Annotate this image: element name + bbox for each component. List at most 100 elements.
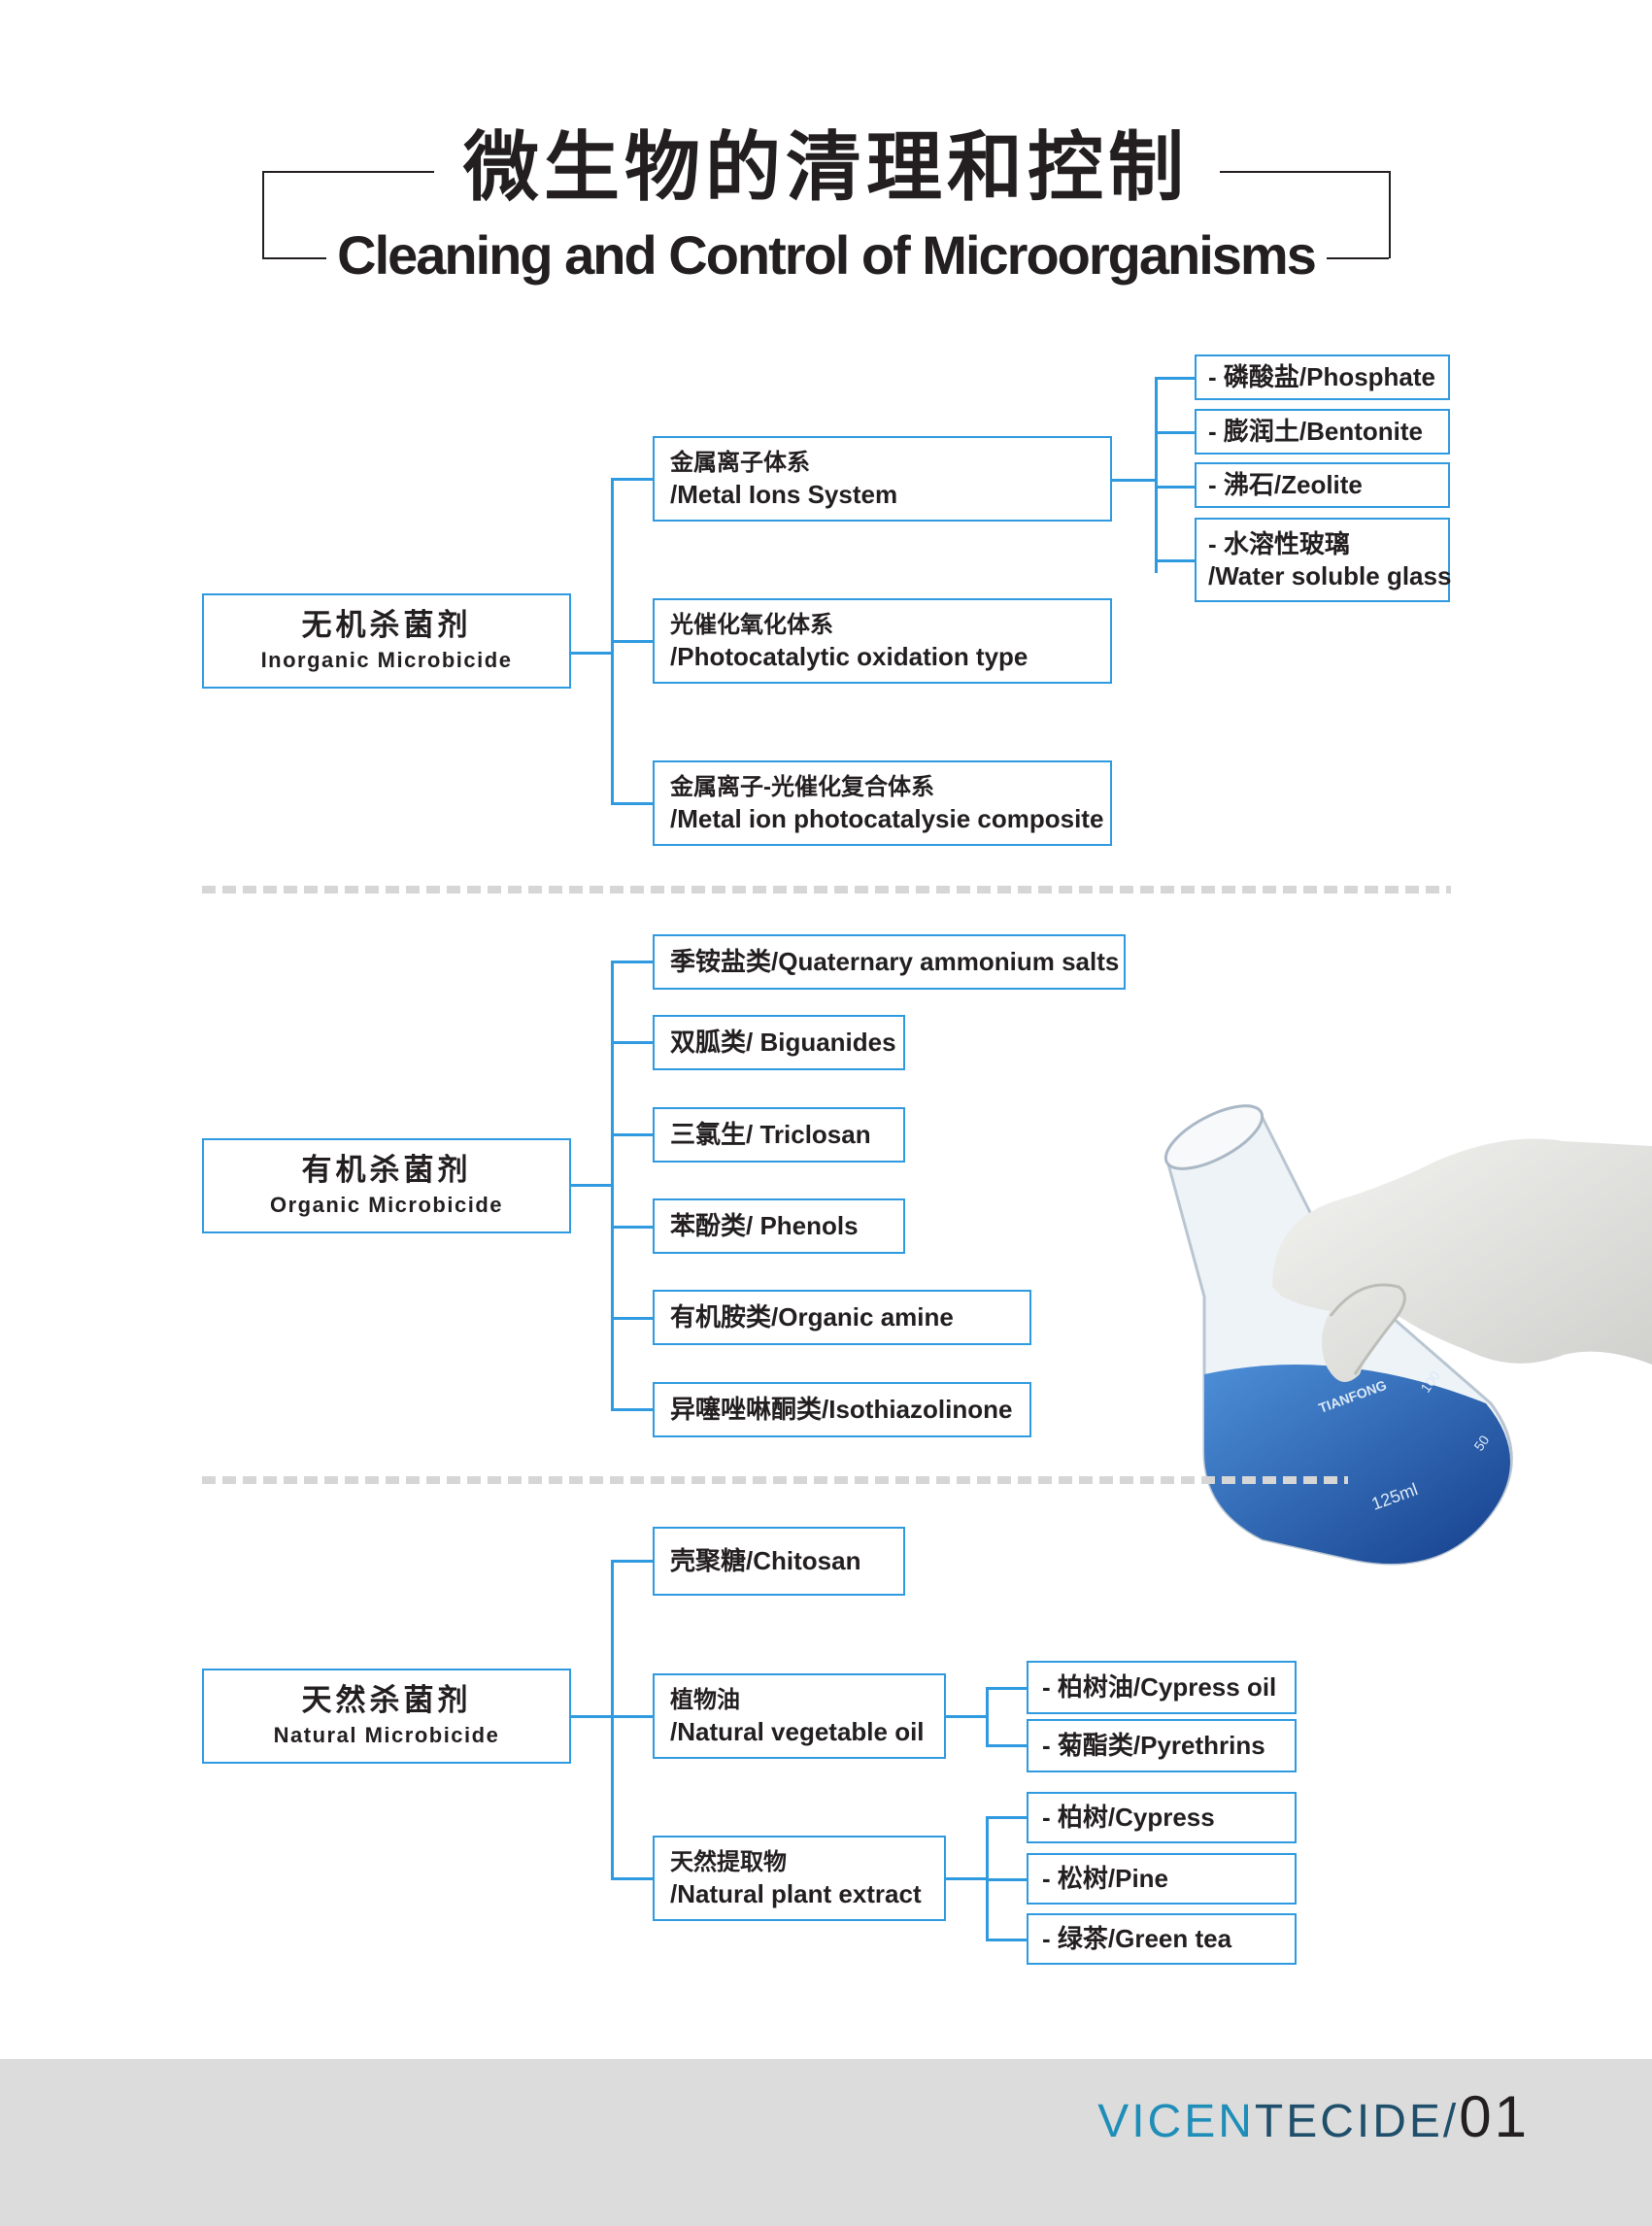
connector — [611, 1560, 614, 1880]
leaf-bentonite: - 膨润土/Bentonite — [1195, 409, 1450, 455]
node-isothiazolinone: 异噻唑啉酮类/Isothiazolinone — [653, 1382, 1031, 1437]
connector — [1155, 559, 1195, 562]
connector — [944, 1715, 988, 1718]
connector — [611, 1877, 653, 1880]
connector — [986, 1816, 1027, 1819]
node-biguanides: 双胍类/ Biguanides — [653, 1015, 905, 1070]
connector — [986, 1687, 989, 1746]
node-label: 苯酚类/ Phenols — [670, 1211, 859, 1240]
node-label-zh: 金属离子体系 — [670, 450, 810, 476]
node-chitosan: 壳聚糖/Chitosan — [653, 1527, 905, 1596]
leaf-water-soluble-glass: - 水溶性玻璃 /Water soluble glass — [1195, 518, 1452, 602]
footer-band — [0, 2059, 1652, 2226]
node-quaternary-ammonium: 季铵盐类/Quaternary ammonium salts — [653, 934, 1126, 990]
leaf-label: - 柏树油/Cypress oil — [1042, 1672, 1277, 1702]
section-divider — [202, 1476, 1348, 1484]
category-natural: 天然杀菌剂 Natural Microbicide — [202, 1669, 571, 1764]
category-label-zh: 天然杀菌剂 — [301, 1683, 472, 1717]
leaf-label: - 膨润土/Bentonite — [1208, 417, 1423, 446]
connector — [944, 1877, 988, 1880]
brand-part-b: TECIDE/ — [1254, 2096, 1460, 2147]
connector — [569, 1184, 613, 1187]
page-number: 01 — [1459, 2084, 1530, 2149]
leaf-label-zh: - 水溶性玻璃 — [1208, 528, 1350, 558]
connector — [1110, 479, 1157, 482]
connector — [611, 1041, 653, 1044]
node-triclosan: 三氯生/ Triclosan — [653, 1107, 905, 1163]
category-label-zh: 无机杀菌剂 — [301, 608, 472, 642]
leaf-label: - 菊酯类/Pyrethrins — [1042, 1731, 1265, 1760]
connector — [611, 1715, 653, 1718]
flask-rim — [1163, 1104, 1264, 1170]
title-bracket-right — [1220, 171, 1391, 258]
connector — [611, 961, 653, 963]
node-photocatalytic: 光催化氧化体系 /Photocatalytic oxidation type — [653, 598, 1112, 684]
node-composite: 金属离子-光催化复合体系 /Metal ion photocatalysie c… — [653, 760, 1112, 846]
title-bracket-left-bottom — [262, 257, 326, 259]
brand-part-a: VICEN — [1097, 2096, 1255, 2147]
flask-liquid — [1204, 1365, 1510, 1564]
connector — [986, 1939, 1027, 1941]
footer-brand: VICENTECIDE/01 — [1097, 2088, 1530, 2151]
node-label-en: /Metal ion photocatalysie composite — [670, 804, 1104, 833]
connector — [611, 1560, 653, 1563]
connector — [1155, 377, 1195, 380]
leaf-pyrethrins: - 菊酯类/Pyrethrins — [1027, 1719, 1297, 1772]
leaf-cypress: - 柏树/Cypress — [1027, 1792, 1297, 1843]
leaf-zeolite: - 沸石/Zeolite — [1195, 462, 1450, 508]
connector — [611, 1133, 653, 1136]
connector — [986, 1878, 1027, 1881]
leaf-label-en: /Water soluble glass — [1208, 560, 1452, 590]
node-label: 季铵盐类/Quaternary ammonium salts — [670, 947, 1120, 976]
node-label: 三氯生/ Triclosan — [670, 1120, 871, 1149]
category-organic: 有机杀菌剂 Organic Microbicide — [202, 1138, 571, 1233]
connector — [611, 640, 653, 643]
category-label-en: Organic Microbicide — [270, 1193, 503, 1217]
glove-hand — [1272, 1138, 1652, 1382]
glove-finger — [1329, 1283, 1406, 1375]
node-plant-extract: 天然提取物 /Natural plant extract — [653, 1836, 946, 1921]
connector — [1155, 431, 1195, 434]
node-label: 壳聚糖/Chitosan — [670, 1546, 861, 1575]
connector — [569, 652, 613, 655]
node-label: 双胍类/ Biguanides — [670, 1028, 896, 1057]
connector — [986, 1687, 1027, 1690]
node-label-en: /Metal Ions System — [670, 480, 898, 509]
node-vegetable-oil: 植物油 /Natural vegetable oil — [653, 1673, 946, 1759]
node-label-en: /Natural plant extract — [670, 1879, 922, 1908]
title-bracket-right-bottom — [1327, 257, 1389, 259]
node-label-zh: 金属离子-光催化复合体系 — [670, 774, 934, 800]
title-bracket-left — [262, 171, 434, 258]
category-label-zh: 有机杀菌剂 — [301, 1153, 472, 1187]
leaf-green-tea: - 绿茶/Green tea — [1027, 1913, 1297, 1965]
leaf-label: - 沸石/Zeolite — [1208, 470, 1363, 499]
node-label-en: /Natural vegetable oil — [670, 1717, 925, 1746]
connector — [611, 802, 653, 805]
category-inorganic: 无机杀菌剂 Inorganic Microbicide — [202, 593, 571, 689]
node-label: 有机胺类/Organic amine — [670, 1302, 954, 1332]
category-label-en: Inorganic Microbicide — [260, 648, 513, 672]
node-label: 异噻唑啉酮类/Isothiazolinone — [670, 1395, 1013, 1424]
node-metal-ions-system: 金属离子体系 /Metal Ions System — [653, 436, 1112, 522]
connector — [611, 961, 614, 1410]
page-subtitle: Cleaning and Control of Microorganisms — [337, 224, 1317, 286]
node-label-zh: 天然提取物 — [670, 1849, 787, 1875]
leaf-phosphate: - 磷酸盐/Phosphate — [1195, 354, 1450, 400]
section-divider — [202, 886, 1451, 894]
connector — [569, 1715, 613, 1718]
connector — [611, 478, 653, 481]
node-label-zh: 光催化氧化体系 — [670, 612, 833, 638]
leaf-label: - 松树/Pine — [1042, 1864, 1169, 1893]
node-label-zh: 植物油 — [670, 1687, 740, 1713]
flask-in-hand-image: TIANFONG 100 50 125ml — [1163, 1104, 1652, 1566]
leaf-pine: - 松树/Pine — [1027, 1853, 1297, 1905]
leaf-label: - 绿茶/Green tea — [1042, 1924, 1232, 1953]
node-phenols: 苯酚类/ Phenols — [653, 1198, 905, 1254]
leaf-label: - 磷酸盐/Phosphate — [1208, 362, 1436, 391]
node-organic-amine: 有机胺类/Organic amine — [653, 1290, 1031, 1345]
connector — [1155, 377, 1158, 573]
leaf-cypress-oil: - 柏树油/Cypress oil — [1027, 1661, 1297, 1714]
connector — [611, 1317, 653, 1320]
connector — [1155, 486, 1195, 489]
connector — [611, 1226, 653, 1229]
